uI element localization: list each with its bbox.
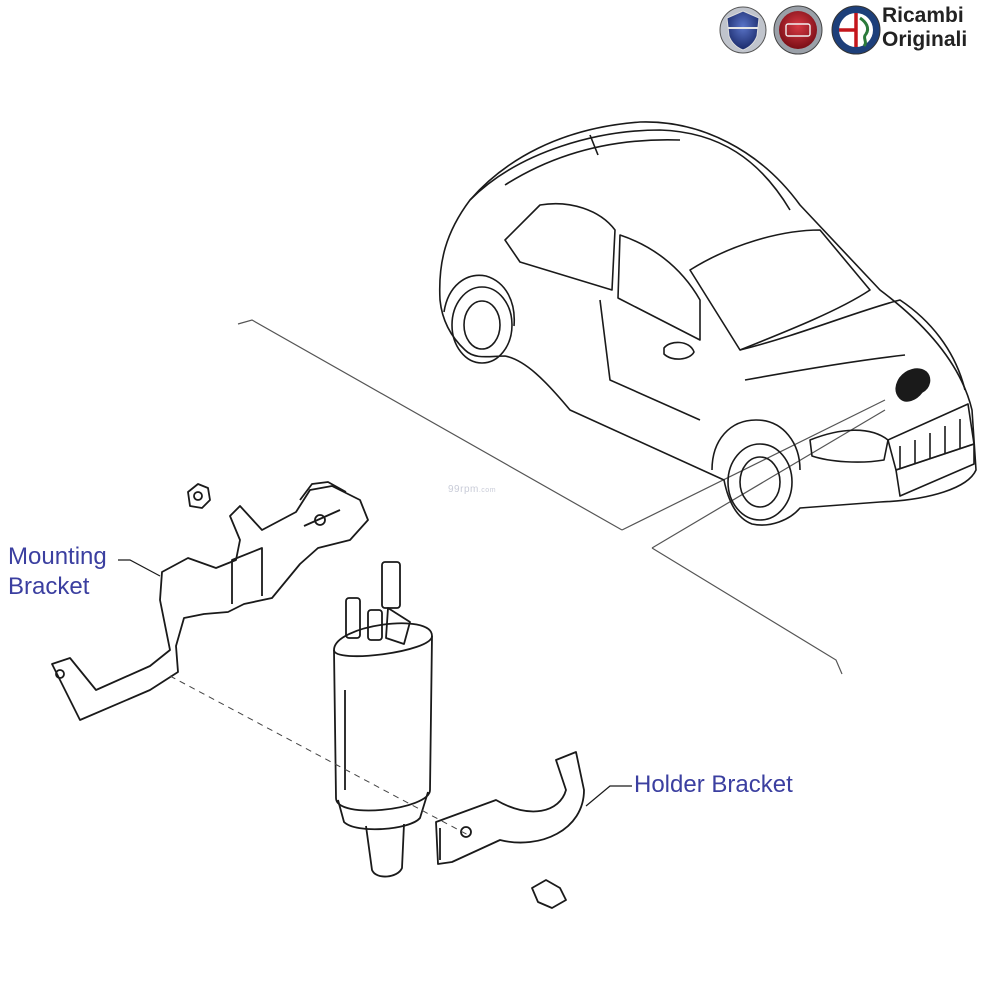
watermark: 99rpm.com [448,484,496,495]
watermark-main: 99rpm [448,484,479,495]
holder-bracket-label: Holder Bracket [634,771,793,798]
mounting-bracket-label: Mounting Bracket [8,542,107,602]
brand-text-line2: Originali [882,28,968,51]
brand-logos [718,4,882,56]
mounting-bracket-illustration [51,481,369,721]
mounting-bracket-label-line1: Mounting [8,543,107,570]
alignment-dash-line [169,675,471,837]
car-illustration [438,121,977,526]
holder-bracket-leader [585,785,632,807]
fuel-filter-illustration [333,561,433,878]
ground-plane-lines [237,319,886,675]
fiat-badge-icon [773,5,823,55]
holder-bracket-illustration [435,751,585,909]
watermark-suffix: .com [478,487,497,494]
brand-text: Ricambi Originali [882,4,967,52]
brand-text-line1: Ricambi [882,4,964,27]
mounting-bracket-leader [118,559,161,577]
alfa-romeo-badge-icon [831,5,881,55]
mounting-bracket-label-line2: Bracket [8,573,90,600]
lancia-badge-icon [719,6,767,54]
